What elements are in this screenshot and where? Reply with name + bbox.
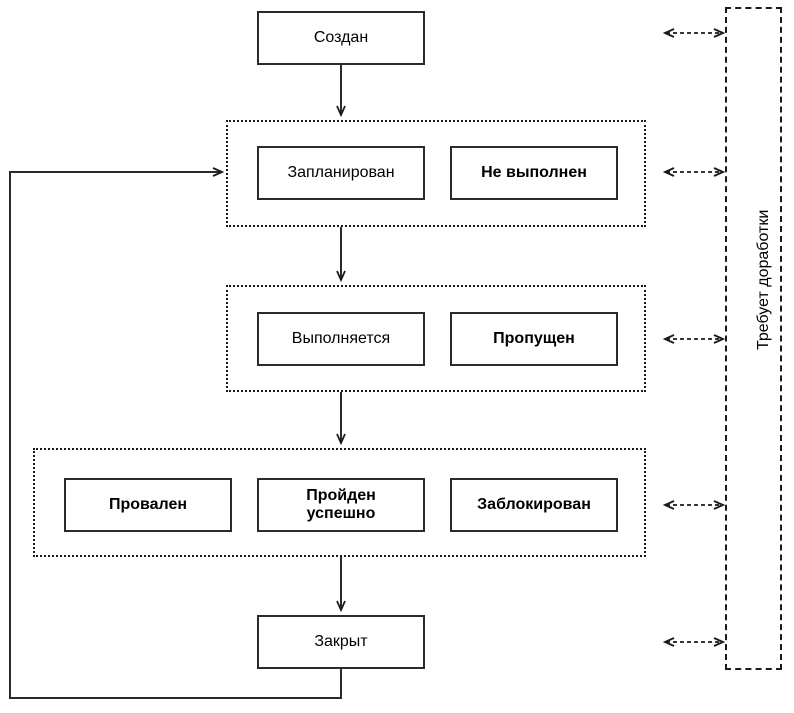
node-skipped-label: Пропущен [493, 329, 575, 347]
node-passed[interactable]: Пройден успешно [257, 478, 425, 532]
rework-panel: Требует доработки [725, 7, 782, 670]
node-not-done[interactable]: Не выполнен [450, 146, 618, 200]
rework-panel-label: Требует доработки [755, 209, 772, 350]
node-failed[interactable]: Провален [64, 478, 232, 532]
node-created-label: Создан [313, 28, 369, 46]
node-planned[interactable]: Запланирован [257, 146, 425, 200]
node-running[interactable]: Выполняется [257, 312, 425, 366]
node-running-label: Выполняется [291, 329, 391, 347]
group-result-container [33, 448, 646, 557]
group-running-container [226, 285, 646, 392]
node-blocked-label: Заблокирован [477, 495, 591, 513]
node-created[interactable]: Создан [257, 11, 425, 65]
node-blocked[interactable]: Заблокирован [450, 478, 618, 532]
node-skipped[interactable]: Пропущен [450, 312, 618, 366]
group-planned-container [226, 120, 646, 227]
node-not-done-label: Не выполнен [481, 163, 587, 181]
node-planned-label: Запланирован [287, 163, 395, 181]
node-closed-label: Закрыт [314, 632, 368, 650]
node-closed[interactable]: Закрыт [257, 615, 425, 669]
node-failed-label: Провален [108, 495, 188, 513]
connector-closed-feedback-loop [9, 172, 342, 699]
node-passed-label: Пройден успешно [306, 486, 376, 522]
